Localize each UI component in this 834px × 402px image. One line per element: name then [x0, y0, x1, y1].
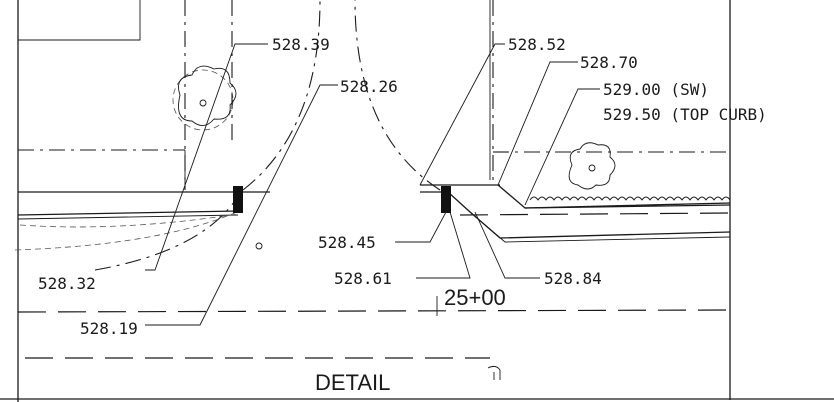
elev-528-61: 528.61	[334, 269, 392, 288]
elev-528-19: 528.19	[80, 319, 138, 338]
elev-529-00-sw: 529.00 (SW)	[603, 80, 709, 99]
leader-528-39	[145, 43, 268, 271]
tree-right	[568, 142, 616, 190]
elev-528-39: 528.39	[272, 35, 330, 54]
station-label: 25+00	[444, 285, 506, 310]
leader-528-61	[416, 211, 471, 279]
street-centerline	[17, 309, 731, 313]
lot-line-upper-left	[18, 0, 141, 41]
curb-face-right	[447, 191, 731, 239]
leader-528-45	[395, 211, 447, 243]
sidewalk-edge-left-bottom	[17, 210, 239, 216]
gutter-line-left	[19, 213, 239, 228]
elev-528-52: 528.52	[508, 35, 566, 54]
elev-528-70: 528.70	[580, 53, 638, 72]
tree-left	[172, 65, 237, 131]
detail-title: DETAIL	[315, 370, 390, 395]
elev-528-45: 528.45	[318, 233, 376, 252]
radius-arc-left-fine	[14, 211, 238, 251]
radius-return-left-lower	[94, 187, 244, 271]
leader-528-26	[145, 84, 338, 326]
utility-marker	[255, 242, 263, 250]
leader-528-84	[474, 211, 540, 279]
north-arrow-mark	[487, 365, 501, 380]
leader-529-00	[524, 88, 600, 206]
curb-thick-right	[524, 204, 731, 209]
elev-528-84: 528.84	[544, 269, 602, 288]
elev-529-50-top-curb: 529.50 (TOP CURB)	[603, 105, 767, 124]
gutter-right	[469, 211, 731, 243]
leader-528-70	[497, 61, 578, 186]
curb-line-left	[17, 214, 239, 220]
elev-528-32: 528.32	[38, 274, 96, 293]
hedge-scallops	[529, 196, 731, 201]
radius-return-right	[354, 0, 441, 191]
radius-return-left	[242, 0, 321, 191]
transition-block-left	[233, 186, 243, 213]
elev-528-26: 528.26	[340, 77, 398, 96]
transition-block-right	[441, 186, 451, 213]
leader-528-52	[419, 43, 505, 186]
dashed-edge-right	[459, 212, 731, 216]
